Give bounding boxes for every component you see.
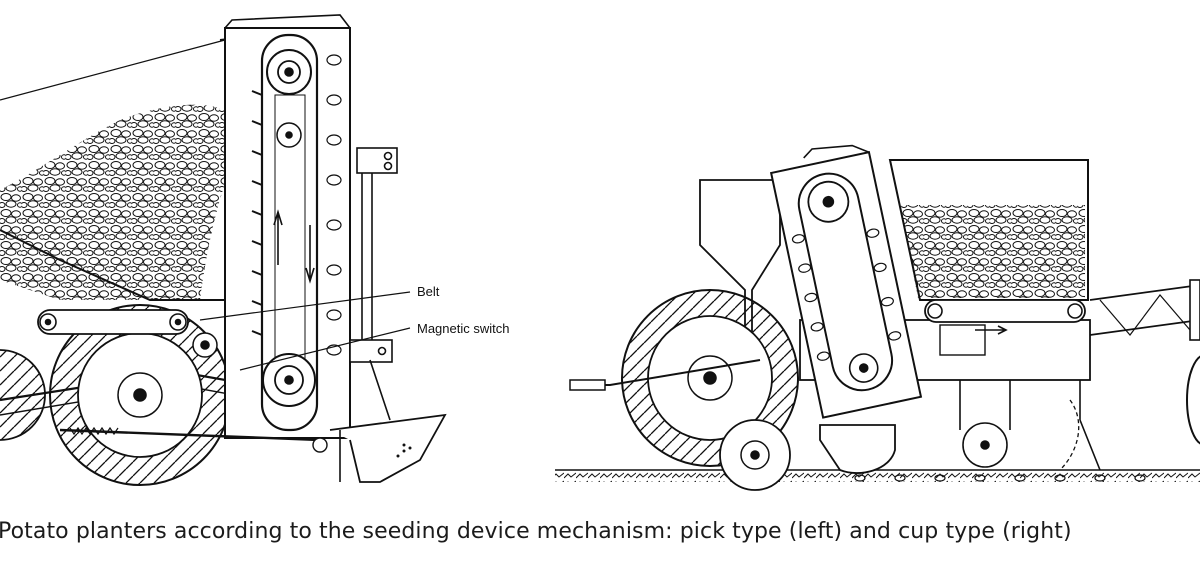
left-side-bracket (349, 147, 398, 363)
right-seed-hopper (888, 159, 1089, 335)
belt-label: Belt (417, 284, 440, 299)
left-bottom-conveyor (37, 309, 189, 335)
pick-type-planter-drawing (0, 14, 447, 486)
right-cup-elevator (769, 144, 923, 419)
figure-caption: Potato planters according to the seeding… (0, 512, 1200, 552)
magnetic-switch-label: Magnetic switch (417, 321, 509, 336)
left-hopper-potatoes (0, 104, 228, 300)
left-elevator (224, 14, 351, 439)
left-furrow-opener (329, 413, 447, 483)
figure: Belt Magnetic switch (0, 14, 1200, 491)
right-furrow-opener (819, 424, 896, 474)
caption-text: Potato planters according to the seeding… (0, 519, 1072, 544)
magnetic-switch-leader (239, 327, 411, 371)
belt-leader (199, 291, 411, 321)
cup-type-planter-drawing (555, 144, 1200, 491)
left-rear-wheel (49, 304, 231, 486)
